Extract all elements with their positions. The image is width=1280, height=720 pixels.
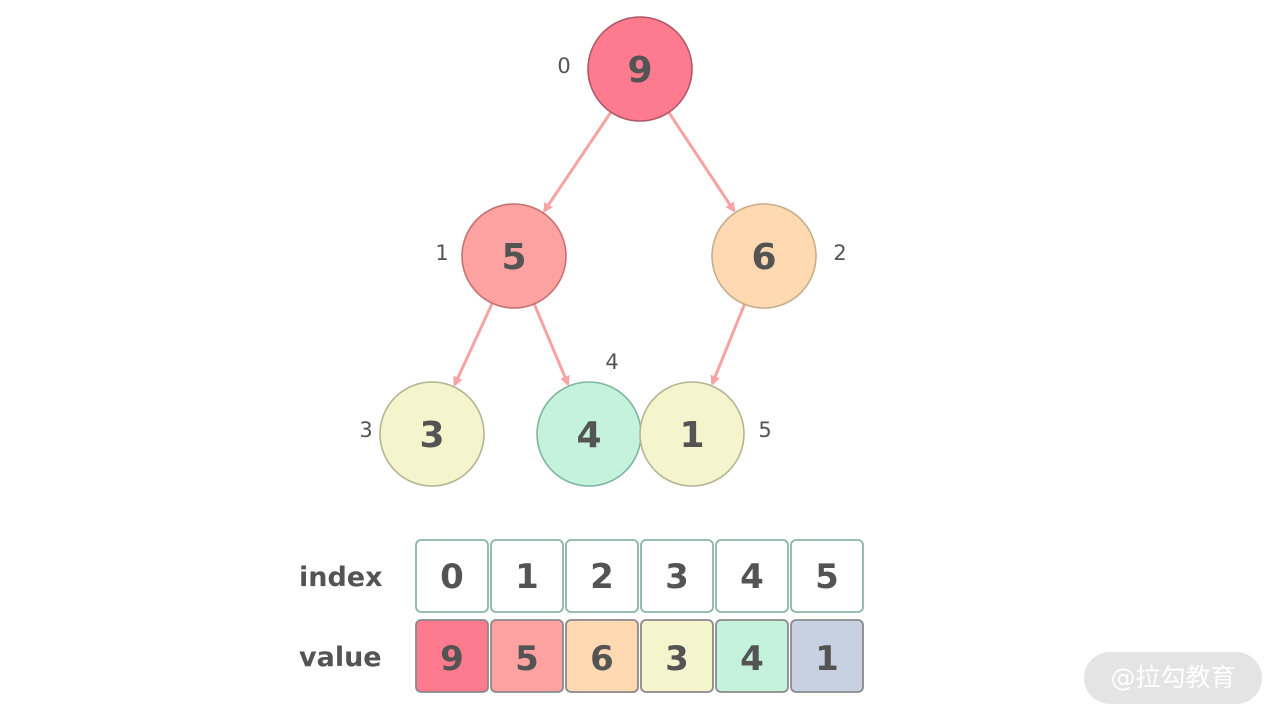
value-cell-4: 4 (715, 619, 789, 693)
node-circle (711, 203, 817, 309)
node-value: 5 (501, 237, 526, 278)
index-row-label: index (299, 562, 383, 593)
index-cell-box (790, 539, 864, 613)
value-cell-box (490, 619, 564, 693)
array-table: index value 0 1 2 3 4 5 9 5 6 3 4 1 (299, 539, 864, 693)
value-cell-2: 6 (565, 619, 639, 693)
edge-0-2 (667, 111, 736, 213)
index-cell-text: 3 (665, 557, 689, 597)
value-cell-box (415, 619, 489, 693)
heap-node-3: 33 (359, 381, 485, 487)
edge-1-4 (532, 303, 570, 387)
value-cell-text: 6 (590, 639, 614, 679)
value-cell-box (640, 619, 714, 693)
node-value: 3 (419, 415, 444, 456)
node-index-label: 0 (557, 54, 570, 78)
value-cell-box (565, 619, 639, 693)
value-cell-text: 3 (665, 639, 689, 679)
index-cell-text: 2 (590, 557, 614, 597)
index-cell-text: 0 (440, 557, 464, 597)
edge-1-3 (453, 302, 494, 387)
index-cell-box (715, 539, 789, 613)
index-cell-text: 5 (815, 557, 839, 597)
value-cell-text: 4 (740, 639, 764, 679)
value-row-label: value (299, 642, 382, 673)
node-index-label: 5 (758, 418, 771, 442)
index-cell-1: 1 (490, 539, 564, 613)
node-index-label: 1 (435, 241, 448, 265)
heap-node-4: 44 (536, 350, 642, 487)
heap-node-1: 51 (435, 203, 567, 309)
node-value: 6 (751, 237, 776, 278)
index-cell-5: 5 (790, 539, 864, 613)
index-cell-box (640, 539, 714, 613)
value-cell-box (790, 619, 864, 693)
watermark-badge: @拉勾教育 (1084, 652, 1262, 704)
index-cell-text: 4 (740, 557, 764, 597)
node-value: 9 (627, 50, 652, 91)
edge-2-5 (710, 303, 746, 386)
index-cell-2: 2 (565, 539, 639, 613)
edge-0-1 (542, 111, 613, 213)
index-cell-0: 0 (415, 539, 489, 613)
value-cell-box (715, 619, 789, 693)
node-circle (461, 203, 567, 309)
value-cell-3: 3 (640, 619, 714, 693)
node-circle (379, 381, 485, 487)
value-cell-0: 9 (415, 619, 489, 693)
node-value: 4 (576, 415, 601, 456)
node-circle (639, 381, 745, 487)
tree-edges (453, 111, 746, 387)
value-cell-text: 1 (815, 639, 839, 679)
value-cell-5: 1 (790, 619, 864, 693)
value-cell-1: 5 (490, 619, 564, 693)
node-value: 1 (679, 415, 704, 456)
node-index-label: 4 (605, 350, 618, 374)
node-index-label: 3 (359, 418, 372, 442)
node-circle (587, 16, 693, 122)
heap-node-0: 90 (557, 16, 693, 122)
index-cell-3: 3 (640, 539, 714, 613)
index-cell-text: 1 (515, 557, 539, 597)
value-cell-text: 5 (515, 639, 539, 679)
index-cell-box (415, 539, 489, 613)
index-cell-box (565, 539, 639, 613)
node-index-label: 2 (833, 241, 846, 265)
index-cell-box (490, 539, 564, 613)
index-cell-4: 4 (715, 539, 789, 613)
value-cell-text: 9 (440, 639, 464, 679)
